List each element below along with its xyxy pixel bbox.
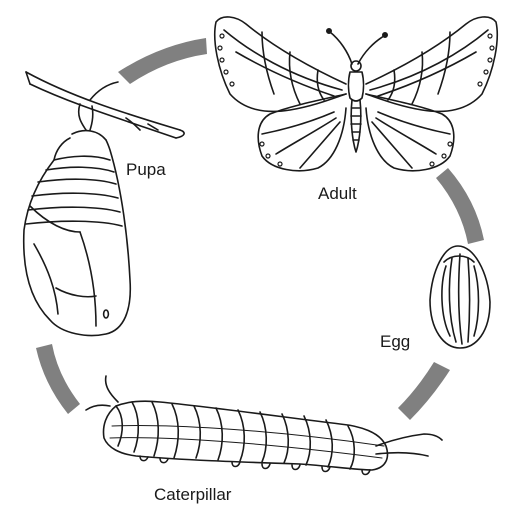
egg-icon: [430, 246, 490, 348]
stage-label-egg: Egg: [380, 332, 410, 352]
arrow-pupa-to-adult: [118, 38, 207, 84]
arrow-adult-to-egg: [436, 168, 484, 244]
cycle-arrows: [36, 38, 484, 420]
butterfly-icon: [215, 17, 497, 171]
chrysalis-icon: [24, 104, 131, 335]
branch-icon: [26, 72, 184, 138]
caterpillar-icon: [86, 376, 442, 475]
stage-label-caterpillar: Caterpillar: [154, 485, 231, 505]
arrow-caterpillar-to-pupa: [36, 344, 80, 414]
stage-label-pupa: Pupa: [126, 160, 166, 180]
stage-label-adult: Adult: [318, 184, 357, 204]
arrow-egg-to-caterpillar: [398, 362, 450, 420]
